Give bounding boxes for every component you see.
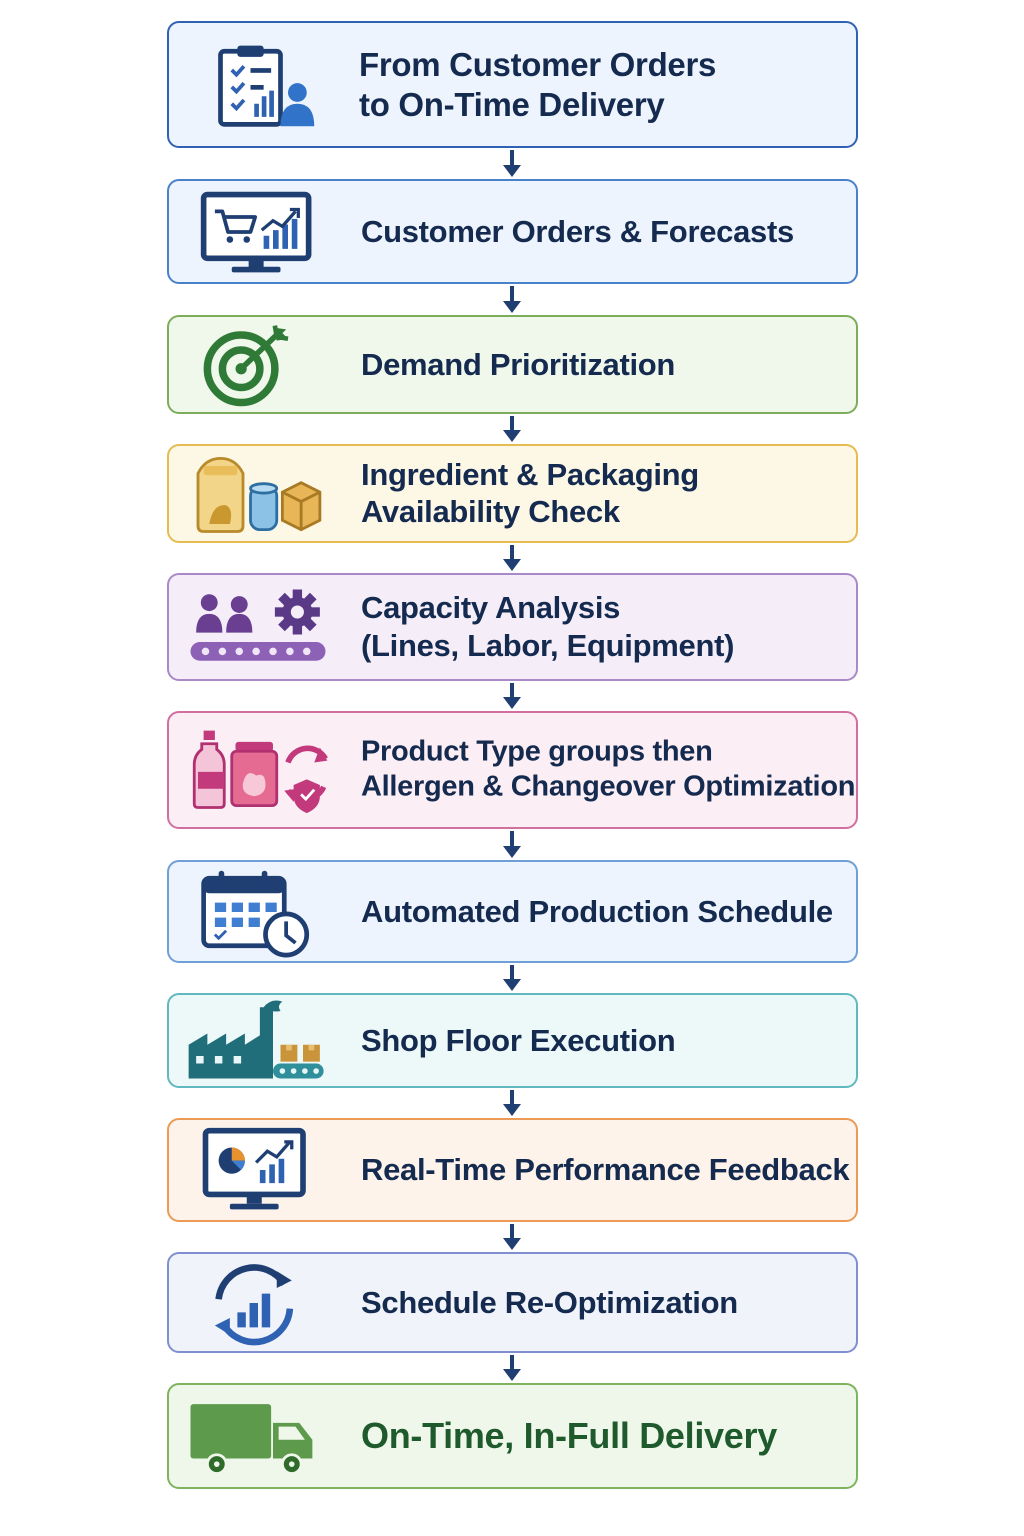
calendar-clock-icon <box>183 864 333 960</box>
flow-arrow <box>503 286 521 313</box>
process-step-8: Shop Floor Execution <box>167 993 858 1088</box>
process-step-11: On-Time, In-Full Delivery <box>167 1383 858 1489</box>
process-step-2: Customer Orders & Forecasts <box>167 179 858 284</box>
step-label: On-Time, In-Full Delivery <box>361 1414 836 1458</box>
flow-arrow <box>503 150 521 177</box>
step-label: Demand Prioritization <box>361 346 836 384</box>
step-label-line: Allergen & Changeover Optimization <box>361 771 856 803</box>
ingredient-bag-can-box-icon <box>183 446 333 542</box>
refresh-bar-chart-icon <box>183 1255 333 1351</box>
flow-arrow <box>503 1090 521 1116</box>
step-label-line: to On-Time Delivery <box>359 85 665 123</box>
workers-gear-conveyor-icon <box>183 579 333 675</box>
step-label: Real-Time Performance Feedback <box>361 1151 850 1189</box>
monitor-cart-chart-icon <box>183 184 333 280</box>
target-arrow-icon <box>183 317 333 413</box>
flow-arrow <box>503 416 521 442</box>
step-label: Customer Orders & Forecasts <box>361 213 836 251</box>
flow-arrow <box>503 683 521 709</box>
process-step-5: Capacity Analysis(Lines, Labor, Equipmen… <box>167 573 858 681</box>
checklist-clipboard-user-icon <box>183 37 333 133</box>
step-label-line: Customer Orders & Forecasts <box>361 213 794 249</box>
flow-arrow <box>503 831 521 858</box>
step-label: Automated Production Schedule <box>361 893 836 931</box>
flow-arrow <box>503 1224 521 1250</box>
process-step-9: Real-Time Performance Feedback <box>167 1118 858 1222</box>
step-label: Schedule Re-Optimization <box>361 1284 836 1322</box>
step-label-line: From Customer Orders <box>359 45 717 83</box>
step-label: Capacity Analysis(Lines, Labor, Equipmen… <box>361 589 836 665</box>
delivery-truck-icon <box>183 1388 333 1484</box>
step-label-line: On-Time, In-Full Delivery <box>361 1415 777 1457</box>
step-label-line: Automated Production Schedule <box>361 893 833 929</box>
step-label-line: Schedule Re-Optimization <box>361 1284 738 1320</box>
flow-arrow <box>503 1355 521 1381</box>
bottle-jar-changeover-shield-icon <box>183 722 333 818</box>
process-step-10: Schedule Re-Optimization <box>167 1252 858 1353</box>
factory-conveyor-icon <box>183 993 333 1089</box>
process-step-3: Demand Prioritization <box>167 315 858 414</box>
step-label-line: Real-Time Performance Feedback <box>361 1152 850 1188</box>
flow-arrow <box>503 545 521 571</box>
step-label-line: Demand Prioritization <box>361 346 676 382</box>
step-label-line: Ingredient & Packaging <box>361 456 699 492</box>
flow-arrow <box>503 965 521 991</box>
step-label-line: Availability Check <box>361 494 620 530</box>
monitor-pie-chart-icon <box>183 1122 333 1218</box>
step-label-line: Capacity Analysis <box>361 590 621 626</box>
step-label-line: Shop Floor Execution <box>361 1022 676 1058</box>
process-step-7: Automated Production Schedule <box>167 860 858 963</box>
step-label-line: (Lines, Labor, Equipment) <box>361 628 735 663</box>
step-label: Shop Floor Execution <box>361 1022 836 1060</box>
step-label-line: Product Type groups then <box>361 735 713 768</box>
